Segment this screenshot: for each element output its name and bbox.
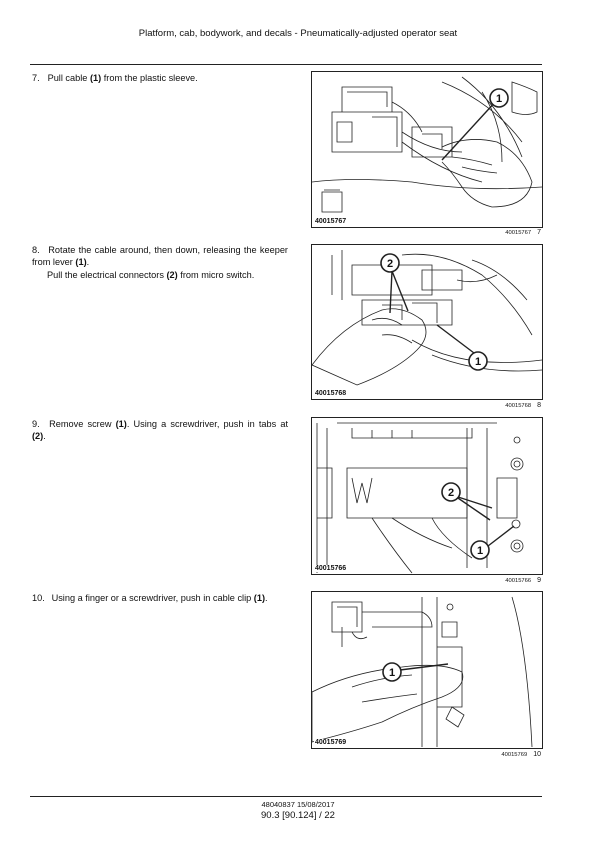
header-rule: [30, 64, 542, 65]
figure-id: 40015769: [314, 739, 348, 746]
figure-9-illustration: 2 1 40015766: [311, 417, 543, 575]
step-number: 9.: [32, 419, 40, 429]
callout-2: 2: [448, 487, 454, 499]
callout-1: 1: [389, 667, 395, 679]
figure-id: 40015767: [314, 218, 348, 225]
step-number: 8.: [32, 245, 40, 255]
step-10: 10. Using a finger or a screwdriver, pus…: [32, 593, 268, 603]
page-header: Platform, cab, bodywork, and decals - Pn…: [138, 28, 458, 39]
footer-rule: [30, 796, 542, 797]
step-7: 7. Pull cable (1) from the plastic sleev…: [32, 73, 198, 83]
step-number: 10.: [32, 593, 45, 603]
footer-doc-id: 48040837 15/08/2017: [261, 800, 335, 809]
footer-page-number: 90.3 [90.124] / 22: [261, 810, 335, 821]
step-8: 8. Rotate the cable around, then down, r…: [32, 245, 288, 280]
figure-7-illustration: 1 40015767: [311, 71, 543, 228]
callout-2: 2: [387, 258, 393, 270]
callout-1: 1: [477, 545, 483, 557]
figure-8-illustration: 2 1 40015768: [311, 244, 543, 400]
figure-id: 40015766: [314, 565, 348, 572]
step-number: 7.: [32, 73, 40, 83]
callout-1: 1: [475, 356, 481, 368]
step-9: 9. Remove screw (1). Using a screwdriver…: [32, 419, 288, 442]
figure-id: 40015768: [314, 390, 348, 397]
callout-circle: [489, 88, 509, 108]
figure-10-illustration: 1 40015769: [311, 591, 543, 749]
callout-1: 1: [496, 93, 502, 105]
